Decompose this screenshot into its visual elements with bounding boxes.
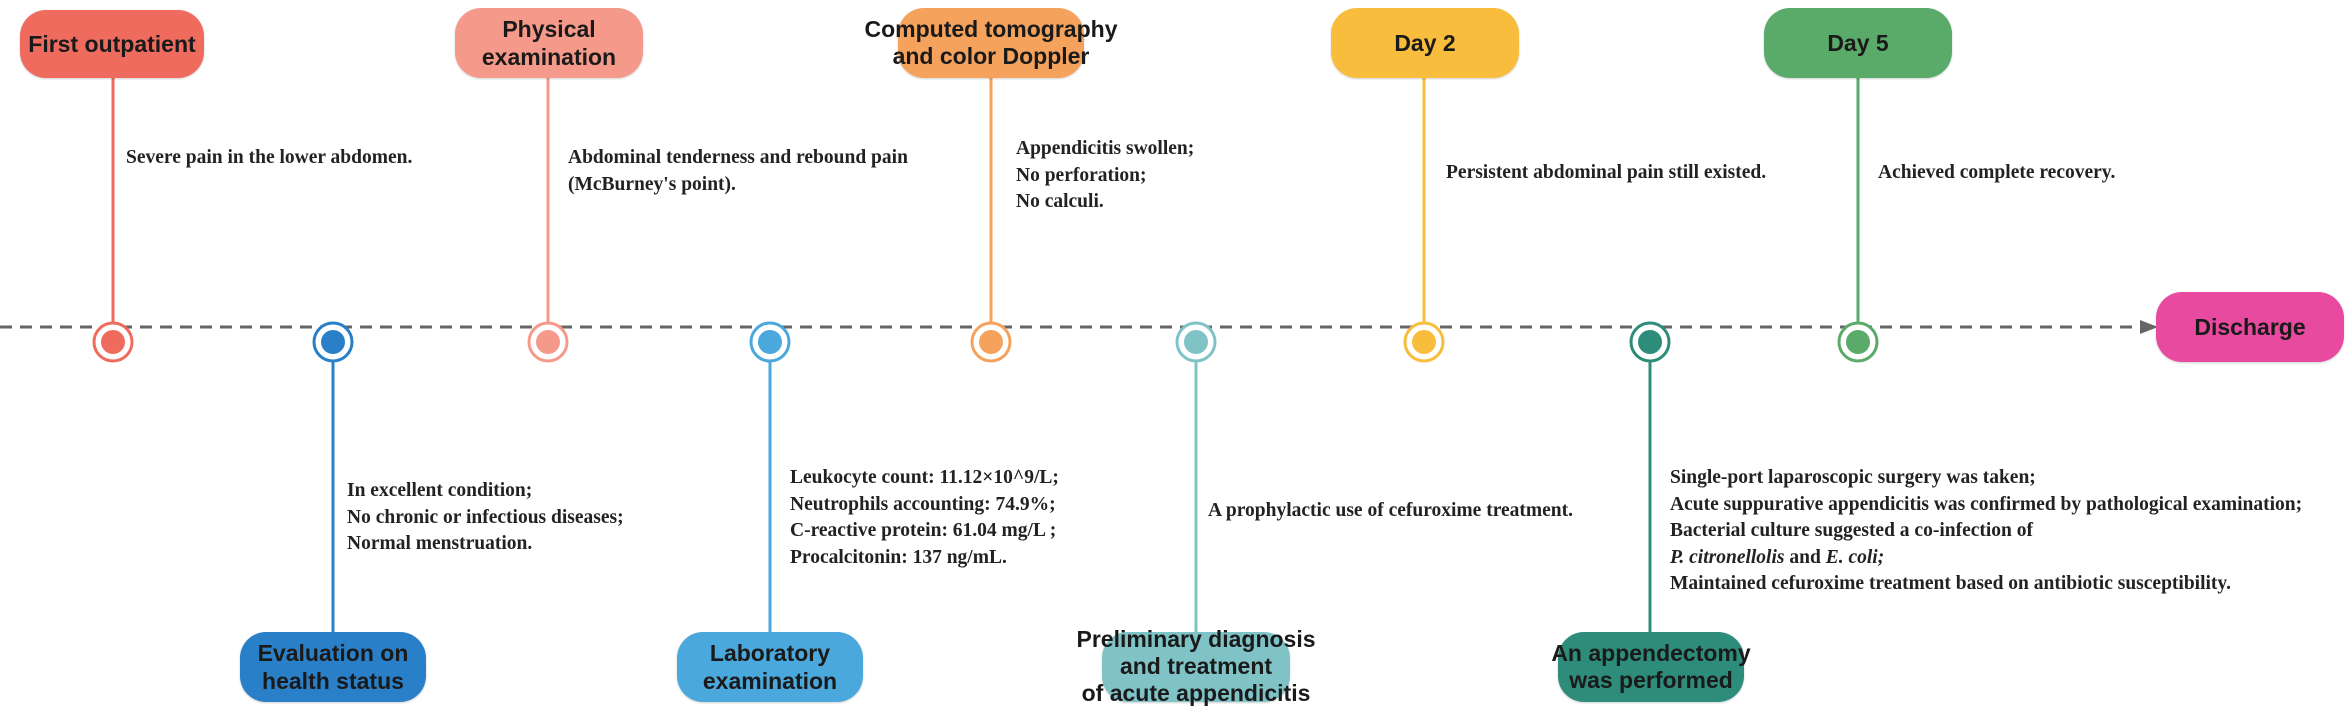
note-line: No perforation; [1016,164,1147,186]
note-appendectomy: Single-port laparoscopic surgery was tak… [1670,465,2302,598]
event-label-line: of acute appendicitis [1081,679,1311,706]
note-line: A prophylactic use of cefuroxime treatme… [1208,500,1574,521]
event-label-line: examination [702,668,838,694]
event-label-line: examination [481,44,617,70]
event-label: Day 5 [1827,30,1889,56]
note-line: Single-port laparoscopic surgery was tak… [1670,467,2036,488]
note-line: Leukocyte count: 11.12×10^9/L; [790,467,1059,488]
note-line: Appendicitis swollen; [1016,138,1195,159]
note-line: In excellent condition; [347,480,533,501]
note-line: No chronic or infectious diseases; [347,506,624,528]
marker-dot-day2 [1412,330,1436,354]
marker-dot-laboratory [758,330,782,354]
note-evaluation: In excellent condition; No chronic or inf… [347,478,624,558]
event-day-5: Day 5 [1764,8,1952,78]
note-line: C-reactive protein: 61.04 mg/L ; [790,520,1057,541]
note-day-5: Achieved complete recovery. [1878,160,2115,187]
note-day-2: Persistent abdominal pain still existed. [1446,160,1766,187]
event-label-line: and treatment [1119,652,1273,679]
note-line-coinfection: P. citronellolis and E. coli; [1670,546,1885,568]
event-label: First outpatient [28,31,196,57]
event-label-line: Physical [502,16,596,42]
note-line: Abdominal tenderness and rebound pain [568,147,908,168]
marker-dot-physical_exam [536,330,560,354]
event-discharge: Discharge [2156,292,2344,362]
marker-dot-evaluation [321,330,345,354]
event-label-line: Preliminary diagnosis [1076,625,1316,652]
marker-dot-appendectomy [1638,330,1662,354]
note-line: Maintained cefuroxime treatment based on… [1670,573,2231,594]
event-label-line: Computed tomography [864,16,1118,42]
note-line: Achieved complete recovery. [1878,162,2116,183]
marker-dot-first_outpatient [101,330,125,354]
note-line: Acute suppurative appendicitis was confi… [1670,493,2303,515]
note-preliminary: A prophylactic use of cefuroxime treatme… [1208,498,1573,525]
event-first-outpatient: First outpatient [20,10,204,78]
note-line: (McBurney's point). [568,173,736,195]
event-label-line: health status [262,668,404,694]
note-line: Bacterial culture suggested a co-infecti… [1670,520,2034,541]
note-line: Procalcitonin: 137 ng/mL. [790,546,1007,568]
event-label: Day 2 [1394,30,1456,56]
event-label-line: and color Doppler [892,43,1090,69]
note-ct-doppler: Appendicitis swollen; No perforation; No c… [1016,136,1194,216]
event-label-line: Evaluation on [257,640,409,666]
event-day-2: Day 2 [1331,8,1519,78]
event-label-line: was performed [1569,667,1733,693]
note-line: No calculi. [1016,191,1104,212]
note-line: Severe pain in the lower abdomen. [126,147,413,168]
note-laboratory: Leukocyte count: 11.12×10^9/L; Neutrophil… [790,465,1059,571]
note-line: Persistent abdominal pain still existed. [1446,162,1767,183]
marker-dot-preliminary [1184,330,1208,354]
event-label-line: Laboratory [709,640,831,666]
event-label: Discharge [2194,314,2306,340]
note-first-outpatient: Severe pain in the lower abdomen. [126,145,412,172]
marker-dot-ct_doppler [979,330,1003,354]
note-physical-examination: Abdominal tenderness and rebound pain (Mc… [568,145,908,198]
note-line: Neutrophils accounting: 74.9%; [790,493,1056,515]
note-line: Normal menstruation. [347,533,533,554]
event-label-line: An appendectomy [1551,640,1751,666]
marker-dot-day5 [1846,330,1870,354]
timeline-arrowhead [2140,320,2158,334]
